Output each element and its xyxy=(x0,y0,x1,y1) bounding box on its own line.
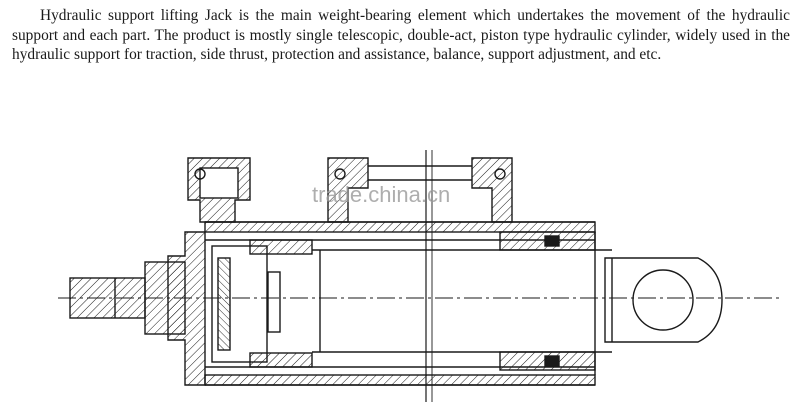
hydraulic-cylinder-drawing: trade.china.cn xyxy=(58,150,782,402)
watermark: trade.china.cn xyxy=(312,182,450,207)
drawing-lines xyxy=(58,150,782,402)
product-description: Hydraulic support lifting Jack is the ma… xyxy=(12,7,790,64)
